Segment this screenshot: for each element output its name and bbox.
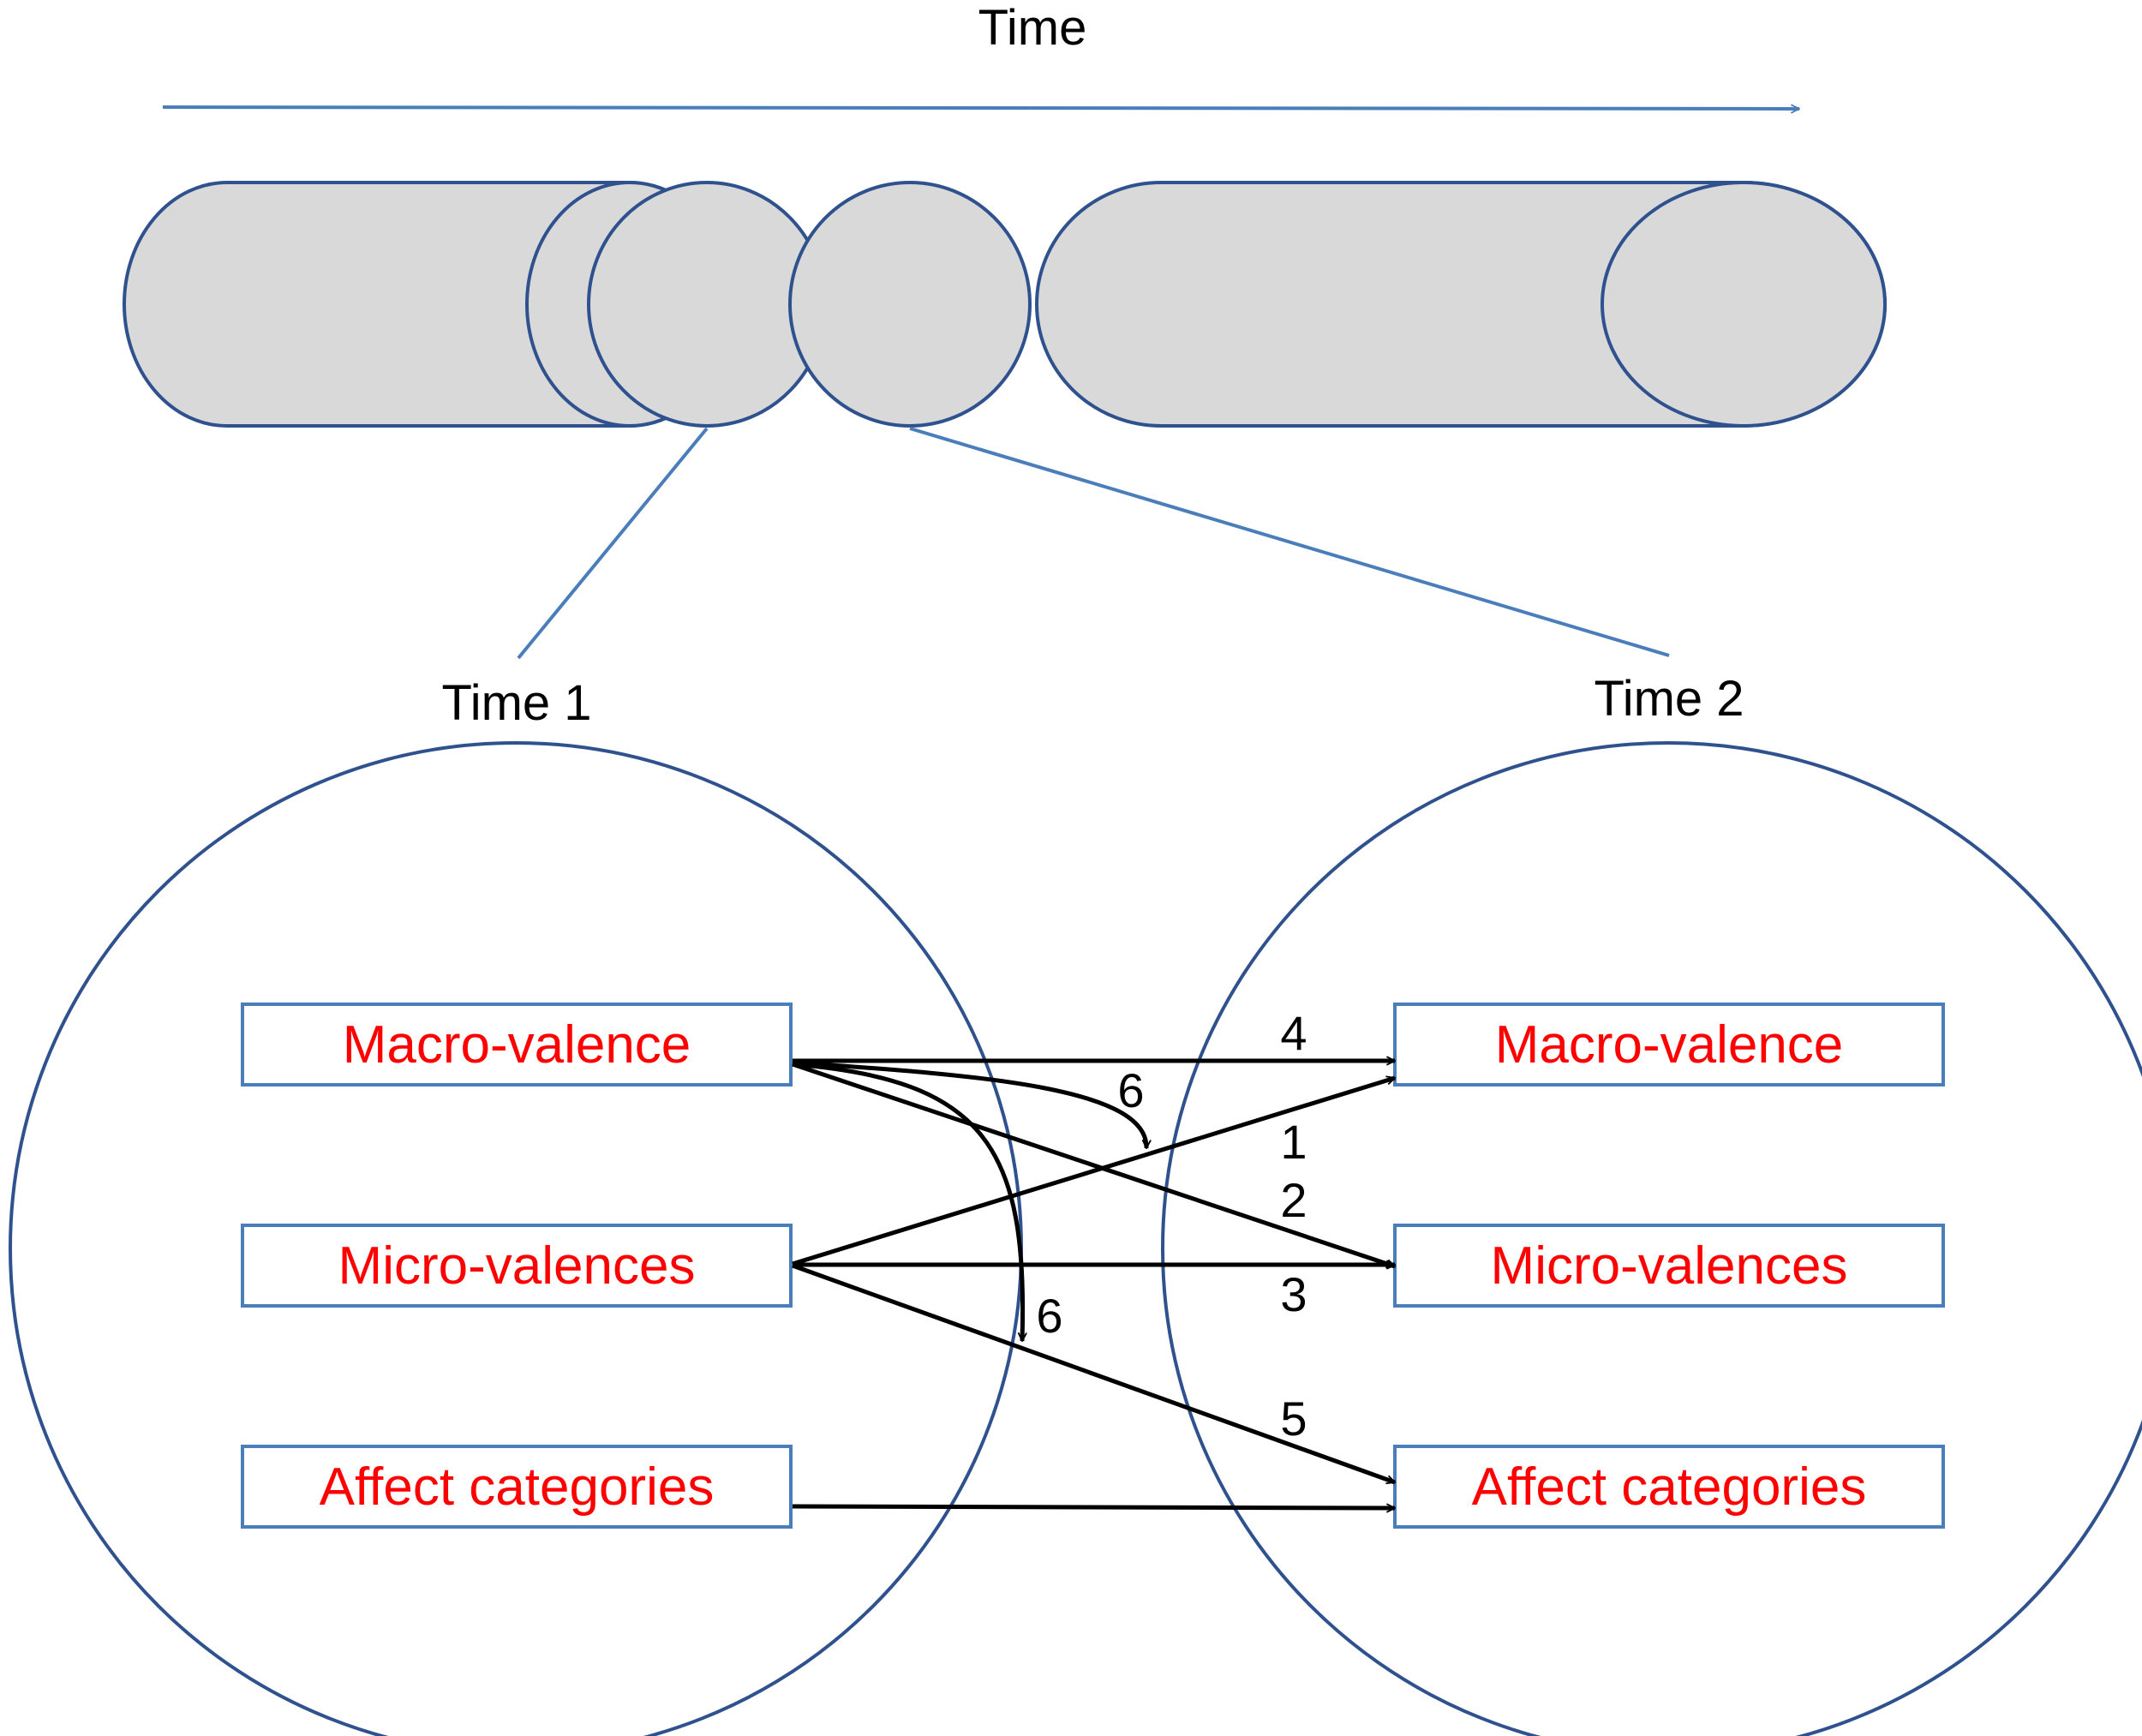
time1-box-affect-categories: Affect categories	[241, 1445, 793, 1529]
arrow-label-3: 3	[1280, 1267, 1307, 1321]
arrow-label-4: 4	[1280, 1006, 1307, 1060]
time1-label: Time 1	[441, 675, 591, 731]
time-axis-arrow	[162, 107, 1799, 109]
arrow-6-macro-curve-long	[792, 1062, 1023, 1341]
arrow-label-1: 1	[1280, 1115, 1307, 1169]
time2-box-affect-categories-label: Affect categories	[1472, 1458, 1867, 1517]
connector-time2	[909, 427, 1670, 657]
arrow-5-micro-to-affect	[792, 1263, 1395, 1485]
arrow-label-2: 2	[1280, 1173, 1307, 1227]
arrow-label-5: 5	[1280, 1392, 1307, 1446]
time2-box-macro-valence-label: Macro-valence	[1495, 1015, 1844, 1075]
timeline-moment-2	[788, 181, 1032, 428]
time1-box-affect-categories-label: Affect categories	[320, 1458, 715, 1517]
arrow-2-macro-to-micro	[792, 1062, 1395, 1266]
time2-box-affect-categories: Affect categories	[1393, 1445, 1945, 1529]
time2-circle	[1161, 741, 2142, 1736]
arrow-6-macro-curve-short	[792, 1060, 1146, 1148]
connector-time1	[517, 427, 709, 660]
time1-box-micro-valences-label: Micro-valences	[338, 1236, 696, 1296]
time1-box-micro-valences: Micro-valences	[241, 1224, 793, 1308]
arrow-affect-to-affect	[792, 1506, 1395, 1508]
time1-box-macro-valence-label: Macro-valence	[343, 1015, 691, 1075]
arrow-1-micro-to-macro	[792, 1078, 1395, 1266]
time2-box-micro-valences: Micro-valences	[1393, 1224, 1945, 1308]
time2-box-micro-valences-label: Micro-valences	[1491, 1236, 1848, 1296]
time-axis-label: Time	[978, 0, 1087, 56]
time2-label: Time 2	[1594, 671, 1744, 727]
arrow-label-6-lower: 6	[1036, 1289, 1062, 1343]
time1-box-macro-valence: Macro-valence	[241, 1003, 793, 1086]
timeline-segment-2	[1035, 181, 1887, 428]
time2-box-macro-valence: Macro-valence	[1393, 1003, 1945, 1086]
arrow-label-6-upper: 6	[1117, 1063, 1144, 1117]
